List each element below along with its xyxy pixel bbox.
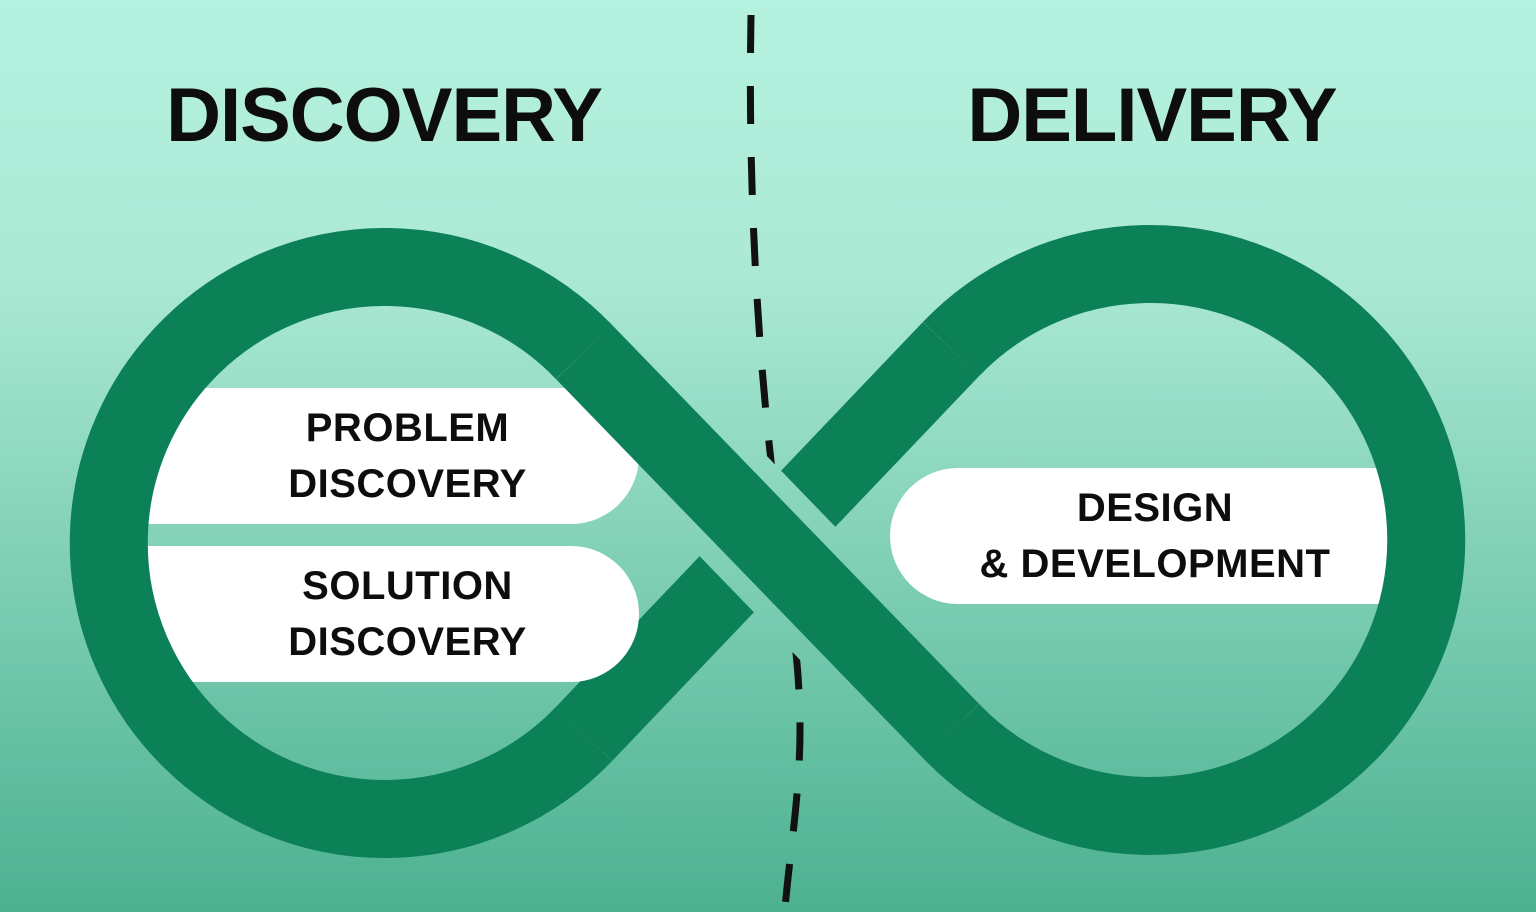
pill-problem-discovery: PROBLEM DISCOVERY <box>120 388 639 524</box>
pill-design-line1: DESIGN <box>1076 486 1234 530</box>
title-discovery: DISCOVERY <box>166 73 603 158</box>
title-delivery: DELIVERY <box>967 73 1337 158</box>
pill-design-development: DESIGN & DEVELOPMENT <box>890 468 1410 604</box>
pill-design-line2: & DEVELOPMENT <box>979 542 1331 586</box>
pill-solution-line1: SOLUTION <box>302 564 513 608</box>
pill-problem-line1: PROBLEM <box>305 406 510 450</box>
pill-problem-line2: DISCOVERY <box>288 462 527 506</box>
left-loop-arc <box>69 228 613 858</box>
pill-solution-discovery: SOLUTION DISCOVERY <box>120 546 639 682</box>
pill-solution-line2: DISCOVERY <box>288 620 527 664</box>
